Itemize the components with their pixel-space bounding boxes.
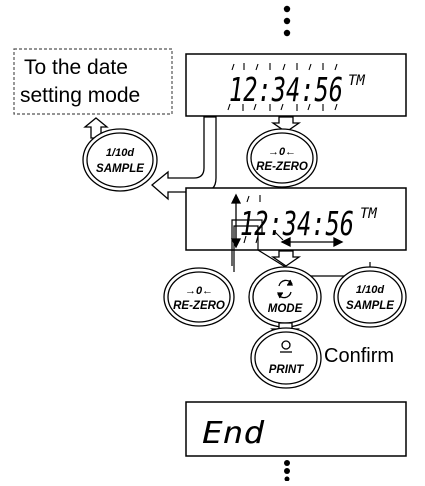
rezero-key-top[interactable]: →0← RE-ZERO: [246, 128, 318, 188]
continuation-dots-top: [283, 5, 291, 37]
blink-marks-mid: [243, 195, 284, 244]
display-top-digits: 12:34:56: [229, 70, 343, 109]
print-key[interactable]: PRINT: [250, 327, 322, 389]
display-mid: 12:34:56 TM: [185, 187, 407, 251]
sample-key-top-label: SAMPLE: [96, 163, 144, 175]
mode-key-label: MODE: [268, 303, 303, 315]
date-mode-line2: setting mode: [20, 84, 140, 107]
down-arrow-mid: [270, 250, 302, 267]
confirm-label: Confirm: [324, 345, 394, 367]
rezero-key-mid-symbol: →0←: [185, 285, 213, 297]
display-mid-suffix: TM: [360, 206, 377, 222]
sample-key-top[interactable]: 1/10d SAMPLE: [82, 128, 158, 192]
mode-key[interactable]: MODE: [248, 266, 322, 328]
print-key-label: PRINT: [269, 364, 304, 376]
display-mid-digits: 12:34:56: [240, 204, 354, 243]
date-setting-mode-box: To the date setting mode: [13, 48, 173, 115]
rezero-key-mid-label: RE-ZERO: [173, 300, 225, 312]
display-end: End: [185, 401, 407, 457]
display-top-suffix: TM: [348, 73, 365, 89]
date-mode-line1: To the date: [24, 56, 128, 79]
sample-key-mid[interactable]: 1/10d SAMPLE: [333, 266, 407, 328]
sample-key-top-line1: 1/10d: [106, 147, 134, 159]
rezero-key-top-label: RE-ZERO: [256, 161, 308, 173]
rezero-key-mid[interactable]: →0← RE-ZERO: [163, 267, 235, 327]
display-end-text: End: [202, 416, 265, 451]
continuation-dots-bottom: [284, 460, 290, 482]
rezero-key-top-symbol: →0←: [268, 146, 296, 158]
mode-rotate-icon: [277, 279, 293, 299]
curved-arrow-to-sample: [150, 116, 217, 201]
display-top: 12:34:56 TM: [185, 53, 407, 117]
digit-select-arrow: [280, 236, 344, 248]
blink-marks-top: [227, 63, 338, 111]
down-arrow-top: [270, 116, 302, 133]
sample-key-mid-label: SAMPLE: [346, 300, 394, 312]
print-icon: [280, 340, 292, 353]
sample-key-mid-line1: 1/10d: [356, 284, 384, 296]
